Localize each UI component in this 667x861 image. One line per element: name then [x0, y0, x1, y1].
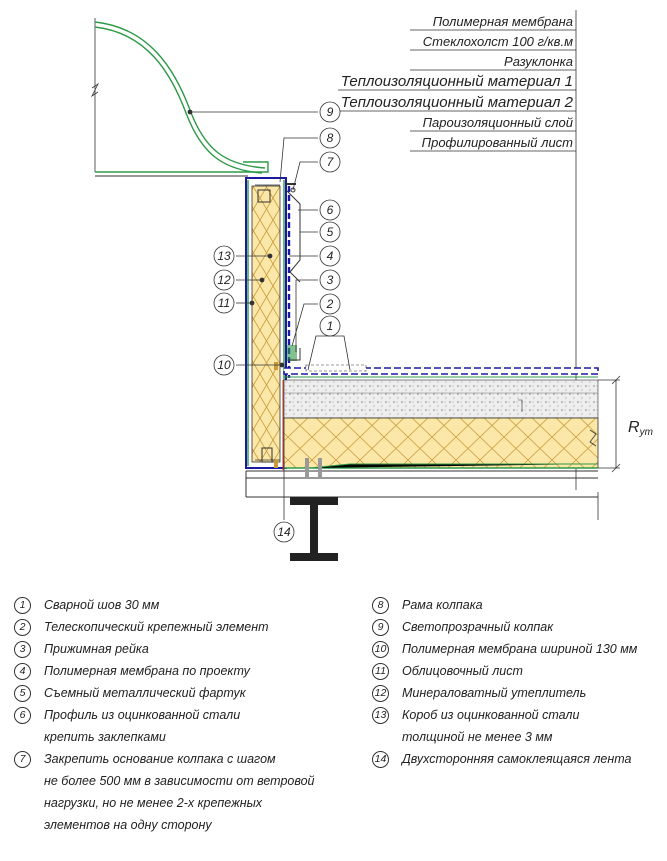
legend-text: Короб из оцинкованной стали толщиной не …: [402, 708, 580, 744]
roof-build-up: [245, 364, 599, 498]
upstand-box: [245, 177, 287, 469]
callout-label: 1: [327, 319, 334, 333]
legend-item: 3 Прижимная рейка: [14, 638, 344, 660]
callout-label: 6: [327, 203, 334, 217]
legend-number: 8: [372, 597, 389, 614]
legend-number: 4: [14, 663, 31, 680]
legend-text: Светопрозрачный колпак: [402, 620, 554, 634]
legend-number: 10: [372, 641, 389, 658]
callout-label: 7: [327, 155, 335, 169]
callout-label: 5: [327, 225, 334, 239]
legend-item: 8 Рама колпака: [372, 594, 662, 616]
callout-label: 9: [327, 105, 334, 119]
legend-text: Телескопический крепежный элемент: [44, 620, 269, 634]
callout-label: 3: [327, 273, 334, 287]
legend-text: Съемный металлический фартук: [44, 686, 246, 700]
callout-label: 8: [327, 131, 334, 145]
layer-label: Теплоизоляционный материал 1: [341, 73, 573, 90]
dimension-label: Rут: [628, 419, 653, 438]
legend-number: 12: [372, 685, 389, 702]
layer-label: Теплоизоляционный материал 2: [341, 94, 574, 111]
legend-number: 5: [14, 685, 31, 702]
callout-label: 13: [217, 249, 231, 263]
layer-label: Профилированный лист: [422, 135, 573, 150]
legend-number: 7: [14, 751, 31, 768]
callouts: [187, 101, 351, 543]
insulation-dimension: [589, 375, 621, 520]
legend-item: 14 Двухсторонняя самоклеящаяся лента: [372, 748, 662, 770]
legend-text: Полимерная мембрана по проекту: [44, 664, 250, 678]
callout-numbers: 9 8 7 6 5 4 3 2 1 13 12 11 10 14: [217, 105, 334, 539]
callout-label: 10: [217, 358, 231, 372]
legend-text: Прижимная рейка: [44, 642, 149, 656]
legend-item: 7 Закрепить основание колпака с шагом не …: [14, 748, 344, 836]
legend-text: Двухсторонняя самоклеящаяся лента: [402, 752, 632, 766]
legend-left: 1 Сварной шов 30 мм 2 Телескопический креп…: [14, 594, 344, 836]
legend-item: 10 Полимерная мембрана шириной 130 мм: [372, 638, 662, 660]
legend-text: Профиль из оцинкованной стали крепить за…: [44, 708, 241, 744]
legend-text: Минераловатный утеплитель: [402, 686, 587, 700]
legend-number: 9: [372, 619, 389, 636]
legend-item: 13 Короб из оцинкованной стали толщиной н…: [372, 704, 662, 748]
callout-label: 14: [277, 525, 291, 539]
layer-labels: Полимерная мембрана Стеклохолст 100 г/кв…: [341, 14, 574, 150]
layer-label: Стеклохолст 100 г/кв.м: [423, 34, 573, 49]
steel-beam: [290, 497, 338, 561]
callout-label: 4: [327, 249, 334, 263]
layer-label: Разуклонка: [504, 54, 573, 69]
legend-text: Рама колпака: [402, 598, 483, 612]
section-drawing: Полимерная мембрана Стеклохолст 100 г/кв…: [90, 10, 653, 561]
legend-number: 2: [14, 619, 31, 636]
upstand-flashing: [285, 183, 305, 378]
legend-number: 3: [14, 641, 31, 658]
legend-number: 14: [372, 751, 389, 768]
legend-item: 4 Полимерная мембрана по проекту: [14, 660, 344, 682]
legend-text: Сварной шов 30 мм: [44, 598, 160, 612]
callout-label: 2: [326, 297, 334, 311]
callout-label: 12: [217, 273, 231, 287]
layer-label: Полимерная мембрана: [433, 14, 573, 29]
legend-item: 9 Светопрозрачный колпак: [372, 616, 662, 638]
legend-number: 6: [14, 707, 31, 724]
skylight-dome: [90, 18, 269, 177]
legend-item: 5 Съемный металлический фартук: [14, 682, 344, 704]
callout-label: 11: [218, 296, 230, 310]
legend-number: 13: [372, 707, 389, 724]
legend-text: Закрепить основание колпака с шагом не б…: [44, 752, 315, 832]
legend-text: Полимерная мембрана шириной 130 мм: [402, 642, 638, 656]
legend-item: 11 Облицовочный лист: [372, 660, 662, 682]
legend-number: 1: [14, 597, 31, 614]
legend-item: 6 Профиль из оцинкованной стали крепить з…: [14, 704, 344, 748]
legend-right: 8 Рама колпака 9 Светопрозрачный колпак 10…: [372, 594, 662, 770]
layer-label: Пароизоляционный слой: [423, 115, 573, 130]
legend-text: Облицовочный лист: [402, 664, 523, 678]
legend-item: 2 Телескопический крепежный элемент: [14, 616, 344, 638]
legend-number: 11: [372, 663, 389, 680]
legend-item: 1 Сварной шов 30 мм: [14, 594, 344, 616]
legend-item: 12 Минераловатный утеплитель: [372, 682, 662, 704]
